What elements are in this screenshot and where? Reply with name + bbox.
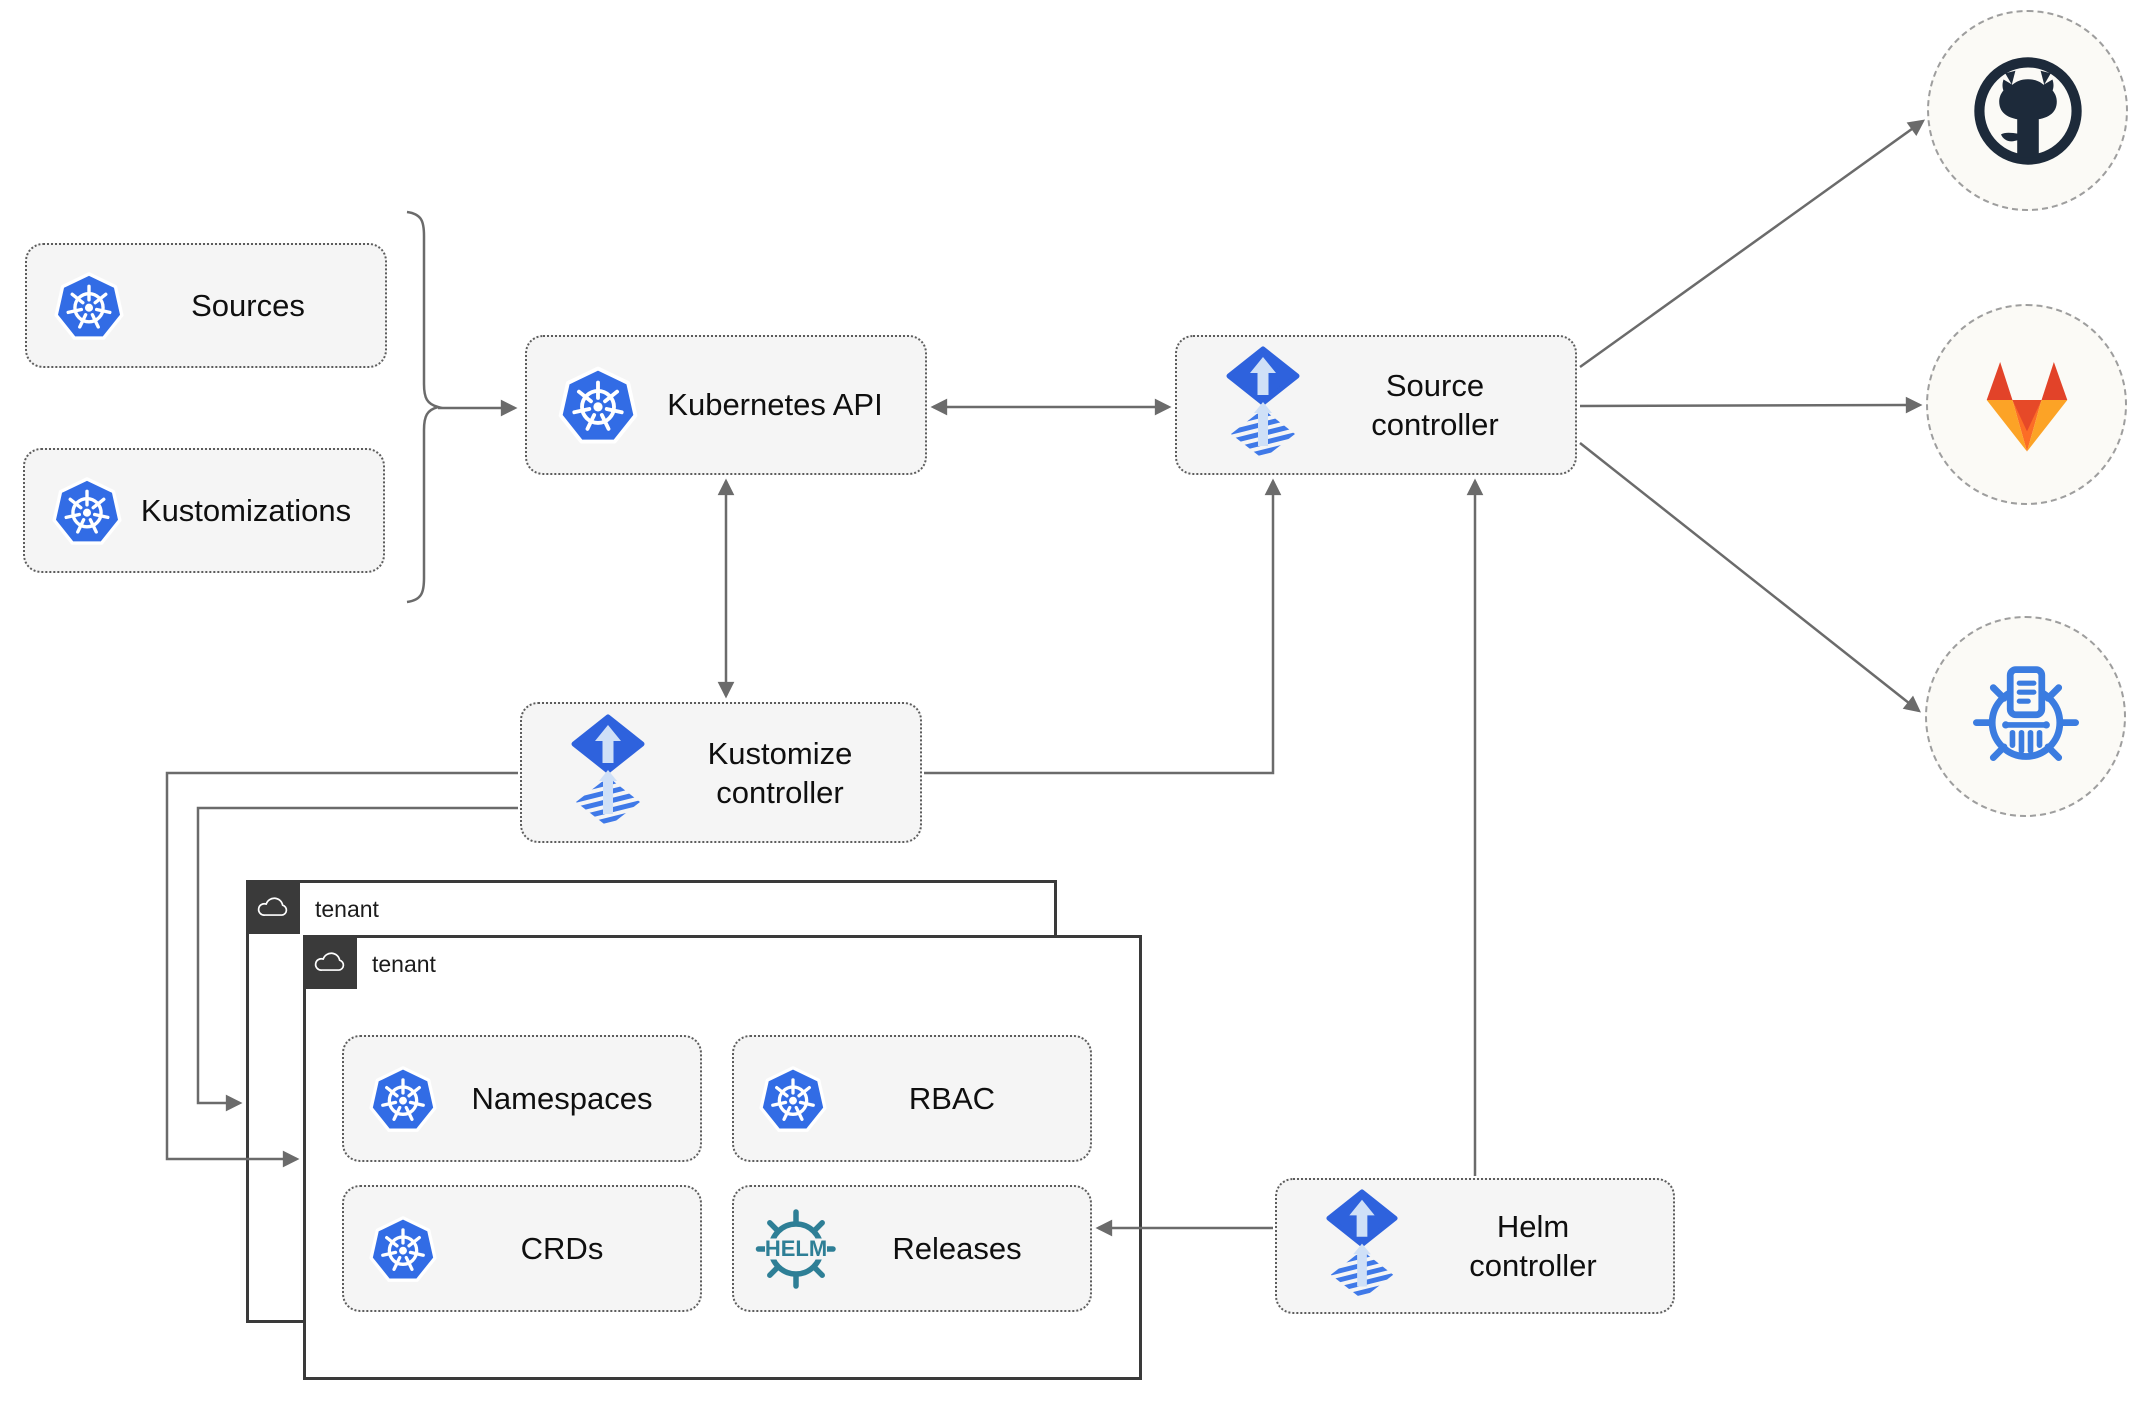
node-label-line2: controller xyxy=(716,774,844,810)
arrow-source-to-github xyxy=(1579,119,1926,369)
node-crds: CRDs xyxy=(342,1185,702,1312)
chartmuseum-icon xyxy=(1964,655,2088,779)
node-label-line1: Kustomize xyxy=(707,735,853,771)
endpoint-github xyxy=(1927,10,2128,211)
flux-icon xyxy=(1317,1189,1407,1304)
github-icon xyxy=(1968,51,2088,171)
node-kubernetes-api: Kubernetes API xyxy=(525,335,927,475)
node-label: Source controller xyxy=(1309,366,1575,444)
endpoint-gitlab xyxy=(1926,304,2127,505)
node-label: CRDs xyxy=(520,1230,604,1266)
tenant-tag xyxy=(246,880,300,934)
node-label: RBAC xyxy=(908,1080,996,1116)
node-sources: Sources xyxy=(25,243,387,368)
kubernetes-icon xyxy=(369,1215,437,1282)
node-releases: Releases xyxy=(732,1185,1092,1312)
arrow-source-to-gitlab xyxy=(1579,396,1923,414)
node-label: Helm controller xyxy=(1407,1207,1673,1285)
kubernetes-icon xyxy=(54,271,124,340)
arrow-kustomize-to-source xyxy=(924,478,1282,775)
helm-icon xyxy=(754,1207,838,1291)
node-label-line2: controller xyxy=(1469,1248,1597,1283)
node-label: Namespaces xyxy=(471,1080,653,1116)
node-namespaces: Namespaces xyxy=(342,1035,702,1162)
node-label: Kustomizations xyxy=(140,492,352,528)
node-label-line2: controller xyxy=(1371,407,1499,442)
kubernetes-icon xyxy=(369,1065,437,1132)
node-label-line1: Source xyxy=(1385,368,1485,403)
node-helm-controller: Helm controller xyxy=(1275,1178,1675,1314)
cloud-icon xyxy=(257,896,288,916)
tenant-label: tenant xyxy=(315,896,379,922)
arrow-source-to-helm-repository xyxy=(1579,442,1921,713)
kubernetes-icon xyxy=(52,476,122,545)
node-kustomize-controller: Kustomize controller xyxy=(520,702,922,843)
grouping-bracket xyxy=(406,210,443,604)
flux-icon xyxy=(562,714,654,832)
node-label: Releases xyxy=(892,1230,1022,1266)
node-label: Sources xyxy=(191,287,305,323)
gitlab-icon xyxy=(1986,361,2067,452)
endpoint-helm-repository xyxy=(1925,616,2126,817)
flux-icon xyxy=(1217,346,1309,464)
node-rbac: RBAC xyxy=(732,1035,1092,1162)
node-label: Kustomize controller xyxy=(654,734,920,812)
node-label-line1: Helm xyxy=(1496,1209,1570,1244)
node-kustomizations: Kustomizations xyxy=(23,448,385,573)
cloud-icon xyxy=(314,951,345,971)
tenant-tag xyxy=(303,935,357,989)
kubernetes-icon xyxy=(558,366,638,444)
tenant-label: tenant xyxy=(372,951,436,977)
kubernetes-icon xyxy=(759,1065,827,1132)
node-source-controller: Source controller xyxy=(1175,335,1577,475)
node-label: Kubernetes API xyxy=(667,387,883,422)
